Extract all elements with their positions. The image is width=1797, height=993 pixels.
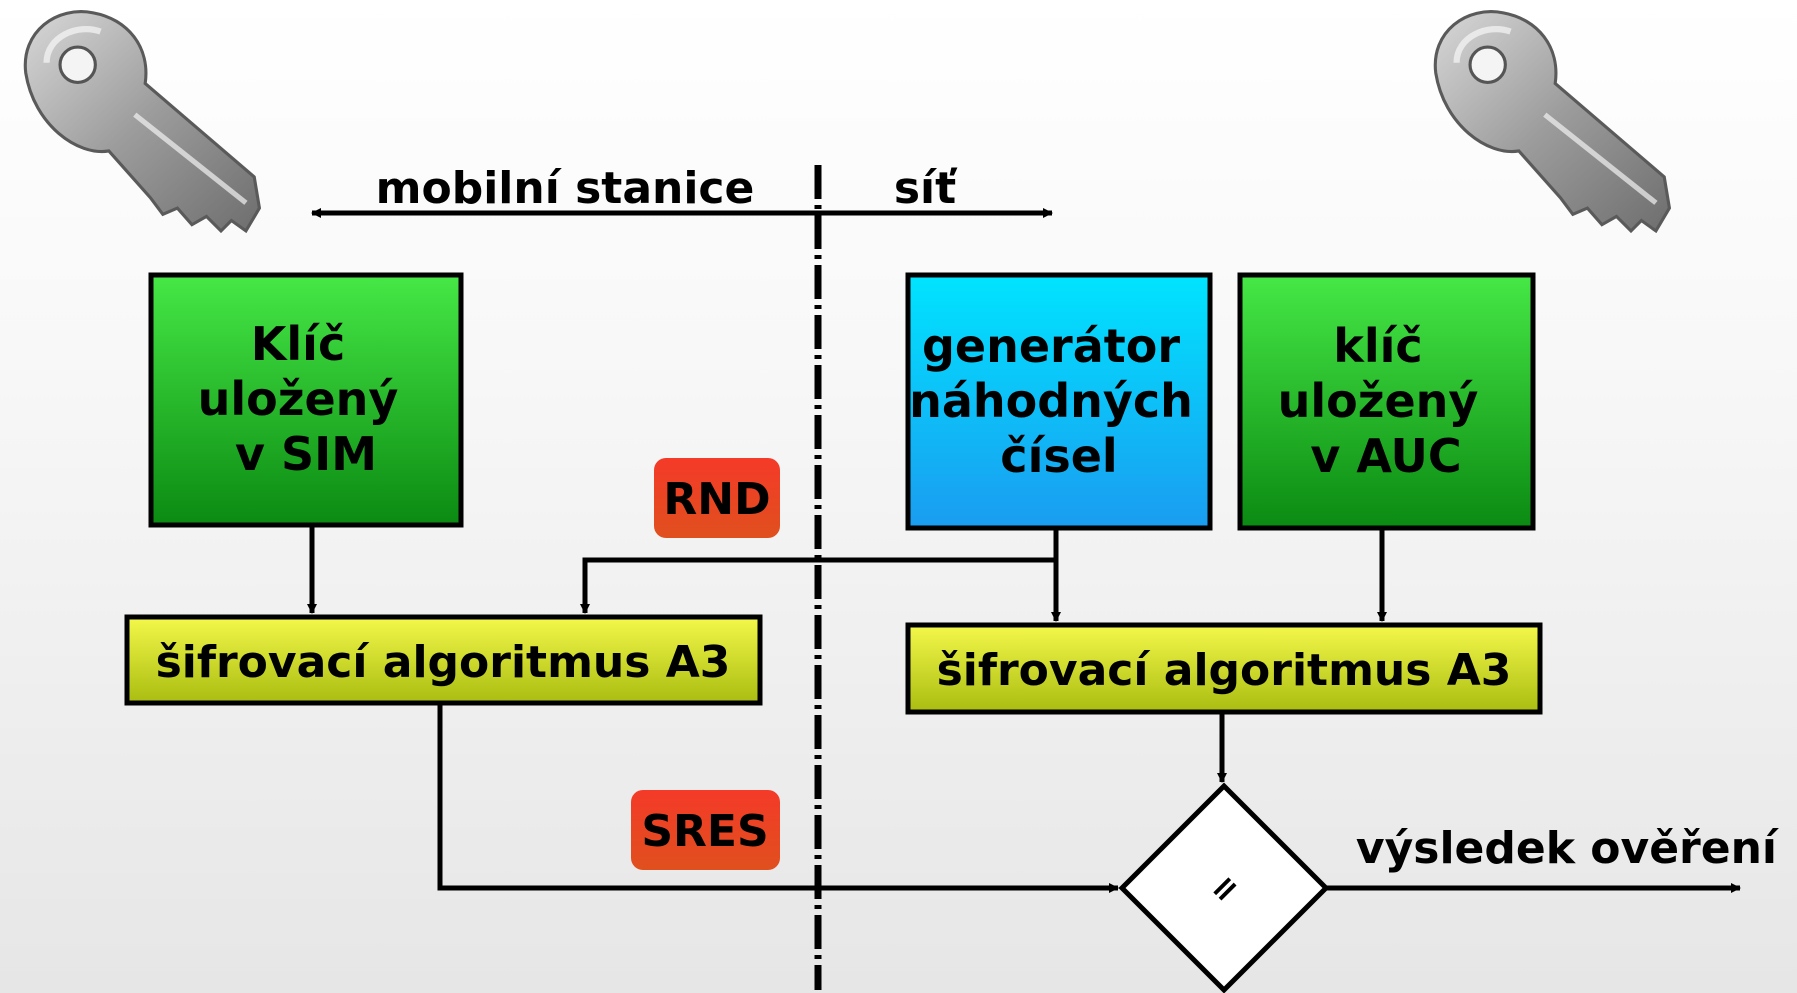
result-label: výsledek ověření (1356, 823, 1780, 874)
auc-key-line-1: klíč (1333, 319, 1422, 373)
generator-line-2: náhodných (909, 374, 1193, 428)
algorithm-a3-right-label: šifrovací algoritmus A3 (937, 645, 1512, 696)
svg-text:Klíč uložený v SIM: Klíč uložený v SIM (198, 317, 415, 481)
random-generator-box: generátor náhodných čísel (905, 272, 1213, 531)
algorithm-a3-left-label: šifrovací algoritmus A3 (156, 637, 731, 688)
generator-line-1: generátor (922, 319, 1180, 373)
key-icon (25, 12, 259, 231)
key-icon (1435, 12, 1669, 231)
mobile-station-label: mobilní stanice (376, 163, 755, 214)
svg-text:generátor náhodných: generátor náhodných čísel (909, 319, 1209, 483)
generator-line-3: čísel (1000, 429, 1117, 483)
sim-key-box: Klíč uložený v SIM (148, 272, 464, 528)
sim-key-line-2: uložený (198, 372, 399, 426)
svg-text:klíč uložený v AUC: klíč uložený v AUC (1278, 319, 1495, 483)
rnd-line (580, 528, 1059, 614)
rnd-badge: RND (654, 458, 780, 538)
rnd-label: RND (663, 474, 770, 525)
sim-key-line-3: v SIM (235, 427, 377, 481)
auc-key-line-3: v AUC (1310, 429, 1461, 483)
network-label: síť (894, 163, 958, 214)
sres-label: SRES (641, 806, 768, 857)
auc-key-line-2: uložený (1278, 374, 1479, 428)
sim-key-line-1: Klíč (251, 317, 345, 371)
sres-line (437, 705, 1119, 893)
algorithm-a3-right-box: šifrovací algoritmus A3 (905, 622, 1543, 715)
sres-badge: SRES (631, 790, 780, 870)
comparator-diamond: = (1118, 782, 1330, 993)
algorithm-a3-left-box: šifrovací algoritmus A3 (124, 614, 763, 706)
auc-key-box: klíč uložený v AUC (1237, 272, 1536, 531)
